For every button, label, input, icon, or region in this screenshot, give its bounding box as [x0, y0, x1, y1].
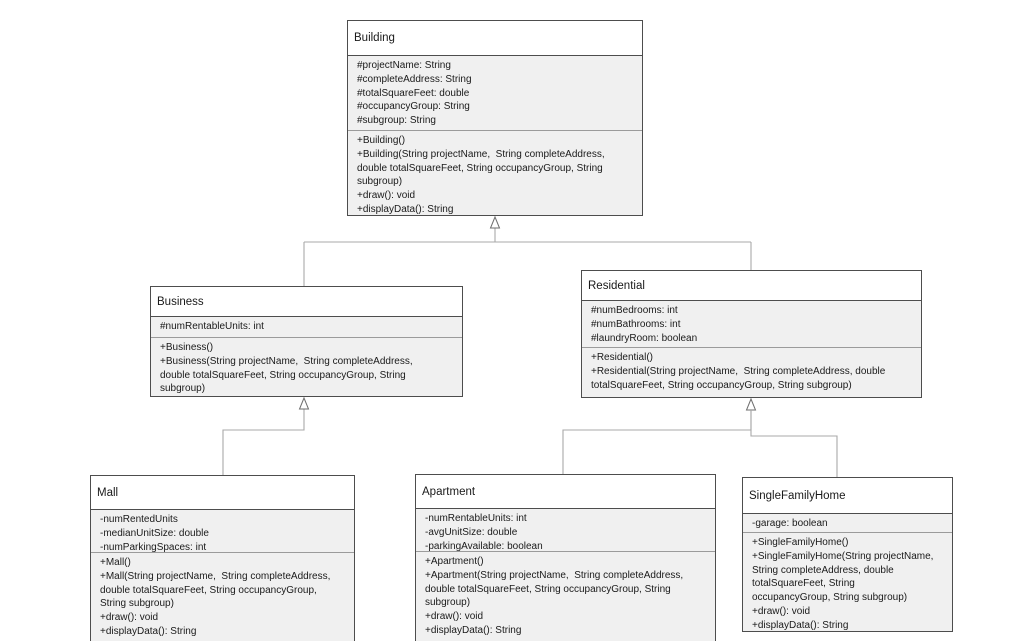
hollow-triangle-arrow-icon	[298, 396, 310, 410]
method-line: subgroup)	[425, 597, 471, 609]
method-line: occupancyGroup, String subgroup)	[752, 592, 908, 604]
methods-compartment: +Residential() +Residential(String projec…	[582, 348, 921, 397]
attribute-line: #projectName: String	[357, 60, 451, 71]
method-line: +Mall(String projectName, String complet…	[100, 570, 331, 582]
method-line: +displayData(): String	[100, 625, 197, 637]
method-line: subgroup)	[357, 176, 403, 188]
attribute-line: #laundryRoom: boolean	[591, 332, 698, 344]
class-singlefamilyhome[interactable]: SingleFamilyHome -garage: boolean +Singl…	[742, 477, 953, 632]
attribute-line: -numParkingSpaces: int	[100, 541, 207, 553]
attribute-line: -numRentableUnits: int	[425, 513, 527, 524]
hollow-triangle-arrow-icon	[745, 397, 757, 411]
method-line: +Apartment()	[425, 556, 484, 567]
connector-segment	[750, 410, 838, 477]
class-business[interactable]: Business #numRentableUnits: int +Busines…	[150, 286, 463, 397]
method-line: totalSquareFeet, String occupancyGroup, …	[591, 379, 852, 391]
method-line: +SingleFamilyHome()	[752, 537, 849, 548]
method-line: +Building(String projectName, String com…	[357, 148, 605, 160]
class-residential[interactable]: Residential #numBedrooms: int #numBathroo…	[581, 270, 922, 398]
class-title: SingleFamilyHome	[743, 478, 952, 514]
method-line: double totalSquareFeet, String occupancy…	[357, 162, 603, 174]
class-title: Business	[151, 287, 462, 317]
connector-segment	[222, 409, 305, 475]
method-line: double totalSquareFeet, String occupancy…	[425, 583, 671, 595]
class-title: Mall	[91, 476, 354, 510]
class-title: Apartment	[416, 475, 715, 509]
attribute-line: #totalSquareFeet: double	[357, 87, 470, 99]
method-line: double totalSquareFeet, String occupancy…	[100, 584, 317, 596]
method-line: double totalSquareFeet, String occupancy…	[160, 369, 406, 381]
attributes-compartment: -numRentableUnits: int -avgUnitSize: doub…	[416, 509, 715, 552]
class-title: Building	[348, 21, 642, 56]
class-title: Residential	[582, 271, 921, 301]
method-line: String completeAddress, double	[752, 564, 894, 576]
methods-compartment: +Apartment() +Apartment(String projectNam…	[416, 552, 715, 641]
inheritance-connector-apartment-to-residential[interactable]	[562, 397, 757, 474]
attributes-compartment: #numBedrooms: int #numBathrooms: int #laun…	[582, 301, 921, 348]
inheritance-connector-business-residential-to-building[interactable]	[303, 215, 752, 286]
attribute-line: -parkingAvailable: boolean	[425, 540, 543, 552]
methods-compartment: +Building() +Building(String projectName,…	[348, 131, 642, 215]
method-line: +draw(): void	[100, 612, 159, 624]
method-line: +draw(): void	[752, 605, 811, 617]
inheritance-connector-mall-to-business[interactable]	[222, 396, 310, 475]
class-mall[interactable]: Mall -numRentedUnits -medianUnitSize: dou…	[90, 475, 355, 641]
attributes-compartment: -garage: boolean	[743, 514, 952, 533]
method-line: +Building()	[357, 135, 406, 146]
method-line: +displayData(): String	[357, 203, 454, 215]
attributes-compartment: #projectName: String #completeAddress: St…	[348, 56, 642, 131]
attribute-line: #numRentableUnits: int	[160, 321, 264, 332]
method-line: +Residential(String projectName, String …	[591, 365, 886, 377]
attribute-line: -medianUnitSize: double	[100, 527, 209, 539]
class-apartment[interactable]: Apartment -numRentableUnits: int -avgUnit…	[415, 474, 716, 641]
method-line: totalSquareFeet, String	[752, 578, 855, 590]
attribute-line: #subgroup: String	[357, 115, 436, 127]
method-line: +displayData(): String	[425, 624, 522, 636]
method-line: +Residential()	[591, 352, 653, 363]
hollow-triangle-arrow-icon	[489, 215, 501, 229]
connector-segment	[562, 410, 752, 474]
method-line: subgroup)	[160, 383, 206, 395]
method-line: +Mall()	[100, 557, 131, 568]
method-line: +Apartment(String projectName, String co…	[425, 569, 684, 581]
attribute-line: #numBathrooms: int	[591, 318, 681, 330]
attribute-line: -numRentedUnits	[100, 514, 178, 525]
methods-compartment: +Mall() +Mall(String projectName, String …	[91, 553, 354, 641]
attribute-line: -avgUnitSize: double	[425, 526, 518, 538]
attribute-line: #occupancyGroup: String	[357, 101, 470, 113]
method-line: +draw(): void	[357, 190, 416, 202]
attribute-line: #numBedrooms: int	[591, 305, 678, 316]
method-line: +displayData(): String	[752, 619, 849, 631]
attribute-line: #completeAddress: String	[357, 73, 472, 85]
attributes-compartment: -numRentedUnits -medianUnitSize: double -n…	[91, 510, 354, 553]
class-building[interactable]: Building #projectName: String #completeAd…	[347, 20, 643, 216]
attributes-compartment: #numRentableUnits: int	[151, 317, 462, 338]
method-line: +Business(String projectName, String com…	[160, 355, 413, 367]
inheritance-connector-singlefamilyhome-to-residential[interactable]	[750, 410, 838, 477]
method-line: String subgroup)	[100, 598, 174, 610]
method-line: +Business()	[160, 342, 214, 353]
methods-compartment: +SingleFamilyHome() +SingleFamilyHome(Str…	[743, 533, 952, 631]
method-line: +draw(): void	[425, 611, 484, 623]
methods-compartment: +Business() +Business(String projectName,…	[151, 338, 462, 396]
attribute-line: -garage: boolean	[752, 518, 828, 529]
method-line: +SingleFamilyHome(String projectName,	[752, 550, 934, 562]
